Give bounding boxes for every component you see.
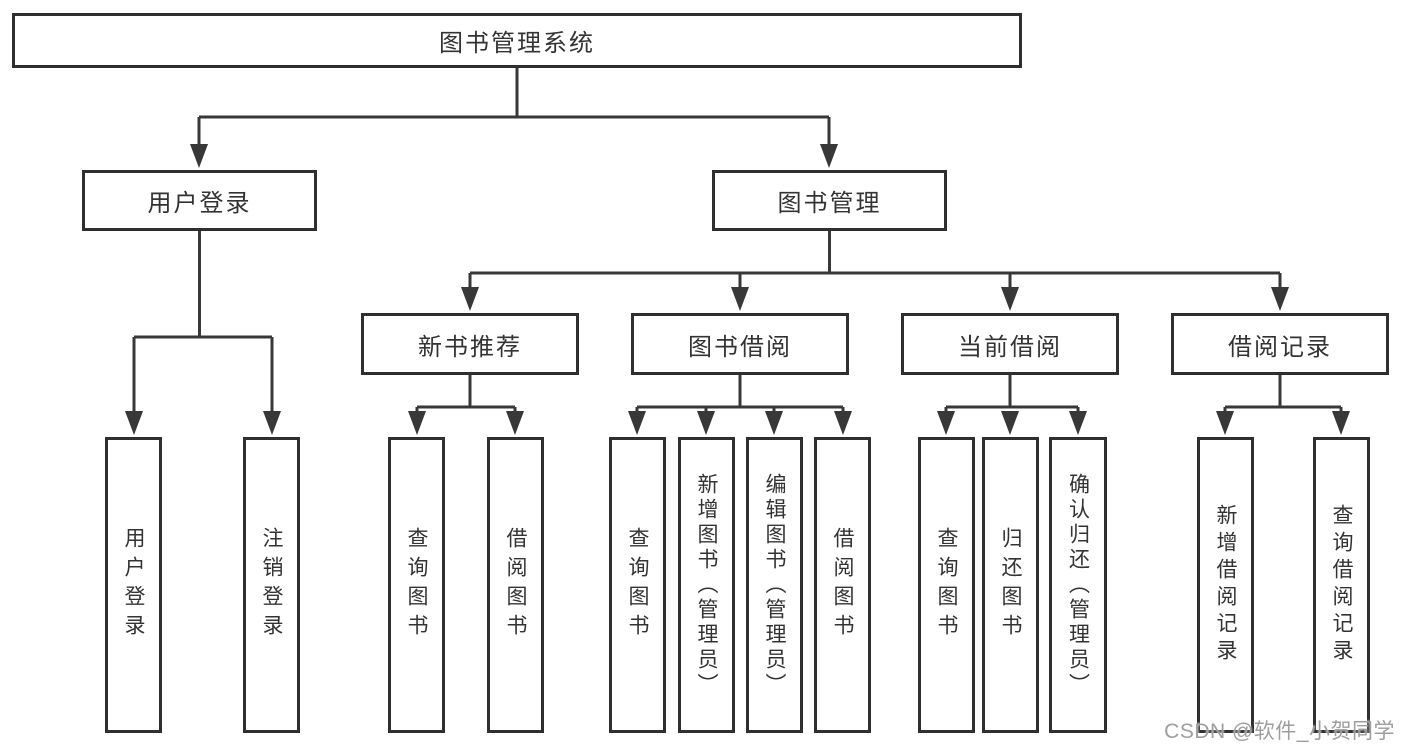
node-label: 图书借阅 — [688, 333, 792, 361]
node-label: 确认归还（管理员） — [1066, 472, 1090, 698]
node-label: 查询图书 — [935, 527, 958, 643]
node-label: 查询图书 — [626, 527, 649, 643]
leaf-recommend-borrow-book: 借阅图书 — [487, 437, 544, 733]
node-label: 归还图书 — [999, 527, 1022, 643]
leaf-borrowing-query-book: 查询图书 — [609, 437, 666, 733]
node-label: 图书管理系统 — [439, 30, 595, 57]
node-label: 注销登录 — [260, 527, 283, 643]
leaf-records-add-record: 新增借阅记录 — [1197, 437, 1254, 733]
node-book-management: 图书管理 — [712, 170, 947, 231]
node-new-book-recommendation: 新书推荐 — [361, 313, 579, 375]
node-label: 用户登录 — [122, 527, 145, 643]
leaf-current-query-book: 查询图书 — [918, 437, 975, 733]
leaf-current-return-book: 归还图书 — [982, 437, 1039, 733]
arrowheads — [125, 144, 1350, 435]
node-label: 当前借阅 — [958, 333, 1062, 361]
leaf-user-login: 用户登录 — [105, 437, 162, 733]
node-label: 新书推荐 — [418, 333, 522, 361]
node-label: 借阅图书 — [504, 527, 527, 643]
node-label: 图书管理 — [777, 190, 882, 217]
csdn-watermark: CSDN @软件_小贺同学 — [1164, 720, 1395, 743]
leaf-records-query-record: 查询借阅记录 — [1313, 437, 1370, 733]
node-borrowing-records: 借阅记录 — [1171, 313, 1389, 375]
node-label: 用户登录 — [147, 190, 252, 217]
leaf-borrowing-borrow-book: 借阅图书 — [814, 437, 871, 733]
leaf-current-confirm-return-admin: 确认归还（管理员） — [1049, 437, 1107, 733]
node-label: 借阅记录 — [1228, 333, 1332, 361]
node-book-borrowing: 图书借阅 — [631, 313, 849, 375]
leaf-logout: 注销登录 — [243, 437, 300, 733]
node-label: 新增借阅记录 — [1214, 504, 1237, 666]
node-label: 借阅图书 — [831, 527, 854, 643]
leaf-recommend-query-book: 查询图书 — [388, 437, 445, 733]
node-label: 编辑图书（管理员） — [763, 472, 786, 698]
node-label: 查询图书 — [405, 527, 428, 643]
leaf-borrowing-add-book-admin: 新增图书（管理员） — [678, 437, 735, 733]
node-current-borrowing: 当前借阅 — [901, 313, 1119, 375]
node-library-management-system: 图书管理系统 — [12, 13, 1022, 68]
node-label: 新增图书（管理员） — [695, 472, 718, 698]
node-user-login: 用户登录 — [82, 170, 317, 231]
node-label: 查询借阅记录 — [1330, 504, 1353, 666]
leaf-borrowing-edit-book-admin: 编辑图书（管理员） — [746, 437, 803, 733]
